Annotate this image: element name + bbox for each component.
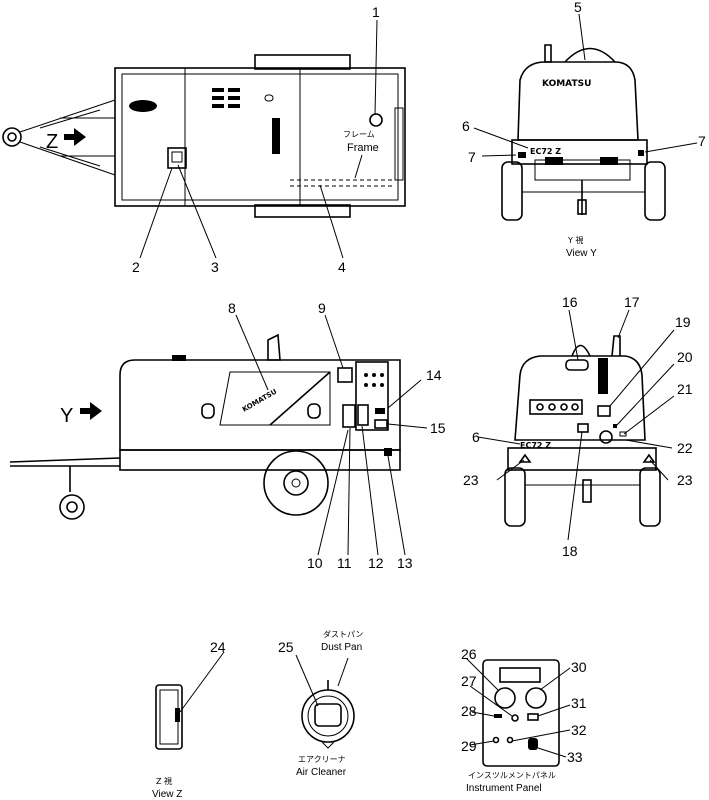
brand-label: KOMATSU [542,79,591,89]
view-y-jp-label: Y 視 [567,236,583,245]
leaders-side [235,314,428,556]
rear-view: EC72 Z [504,335,661,527]
callout-8: 8 [228,300,236,316]
callout-7-right: 7 [698,133,706,149]
callout-22: 22 [677,440,693,456]
instrument-panel-en-label: Instrument Panel [466,783,542,794]
callout-14: 14 [426,367,442,383]
instrument-panel-jp-label: インスツルメントパネル [468,771,556,780]
arrow-z-icon [64,128,86,146]
view-z-jp-label: Z 視 [156,777,172,786]
rear-model-label: EC72 Z [520,441,551,450]
air-cleaner [301,680,355,749]
leaders-view-y [473,13,698,157]
callout-15: 15 [430,420,446,436]
leaders-top [139,19,378,259]
callout-21: 21 [677,381,693,397]
leaders-rear [477,309,675,541]
callout-13: 13 [397,555,413,571]
view-z [155,684,183,750]
callout-24: 24 [210,639,226,655]
callout-28: 28 [461,703,477,719]
vent-grille [212,88,240,108]
callout-30: 30 [571,659,587,675]
dust-pan-jp-label: ダストパン [323,629,363,639]
view-y: KOMATSU EC72 Z [501,44,666,221]
callout-27: 27 [461,673,477,689]
air-cleaner-jp-label: エアクリーナ [298,755,346,764]
callout-33: 33 [567,749,583,765]
callout-23-right: 23 [677,472,693,488]
callout-11: 11 [337,555,352,571]
frame-jp-label: フレーム [343,130,375,139]
model-label: EC72 Z [530,147,561,156]
callout-25: 25 [278,639,294,655]
arrow-y-icon [80,402,102,420]
arrow-y-label: Y [60,405,73,427]
callout-31: 31 [571,695,587,711]
callout-2: 2 [132,259,140,275]
callout-29: 29 [461,738,477,754]
callout-4: 4 [338,259,346,275]
callout-18: 18 [562,543,578,559]
dust-pan-en-label: Dust Pan [321,642,362,653]
callout-5: 5 [574,0,582,15]
callout-1: 1 [372,4,380,20]
callout-6-rear: 6 [472,429,480,445]
arrow-z-label: Z [46,131,58,153]
callout-12: 12 [368,555,384,571]
frame-en-label: Frame [347,142,379,154]
callout-17: 17 [624,294,640,310]
side-brand-label: KOMATSU [241,387,279,413]
callout-3: 3 [211,259,219,275]
callout-20: 20 [677,349,693,365]
callout-23-left: 23 [463,472,479,488]
view-z-en-label: View Z [152,789,182,800]
top-view [2,54,406,218]
view-y-en-label: View Y [566,248,597,259]
callout-32: 32 [571,722,587,738]
callout-6: 6 [462,118,470,134]
leaders-panel [465,657,571,758]
callout-7-left: 7 [468,149,476,165]
callout-10: 10 [307,555,323,571]
callout-26: 26 [461,646,477,662]
callout-19: 19 [675,314,691,330]
instrument-panel [482,659,560,767]
air-cleaner-en-label: Air Cleaner [296,767,347,778]
callout-9: 9 [318,300,326,316]
callout-16: 16 [562,294,578,310]
